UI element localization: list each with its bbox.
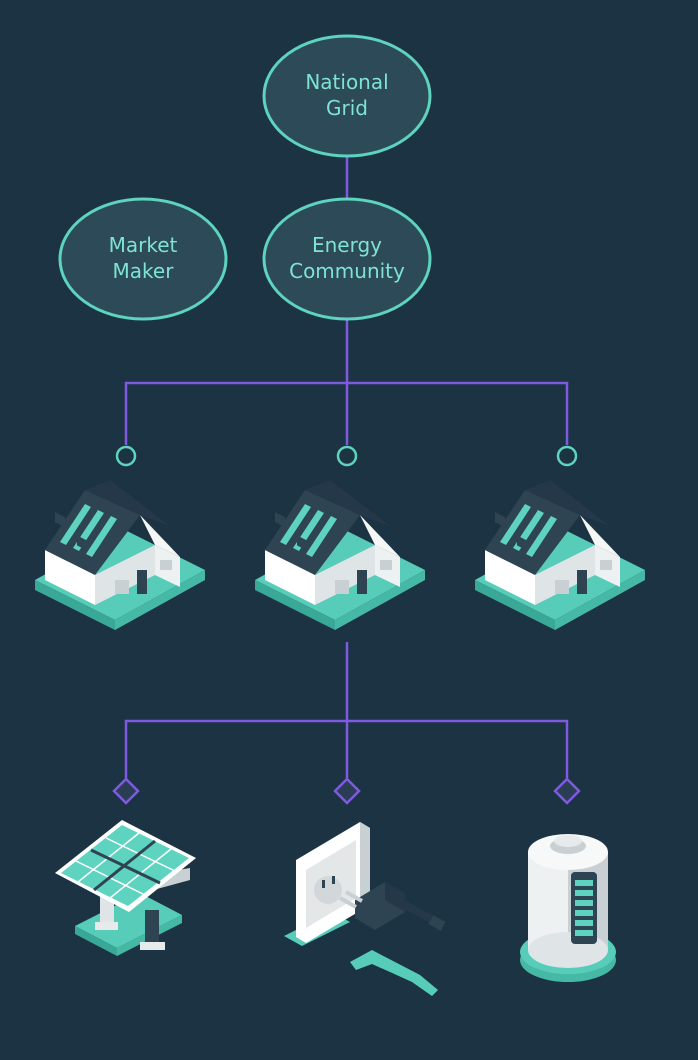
house-connector-dots (115, 445, 578, 467)
national-grid-line2: Grid (326, 96, 368, 120)
house-with-solar-roof-icon (35, 480, 205, 630)
market-maker-line1: Market (109, 233, 178, 257)
connector-dot (556, 445, 578, 467)
asset-connector-diamonds (112, 777, 581, 805)
connector-dot (115, 445, 137, 467)
connector-diamond (112, 777, 140, 805)
power-plug-socket-icon (284, 822, 446, 996)
battery-icon (520, 834, 616, 982)
energy-community-line2: Community (289, 259, 405, 283)
house-with-solar-roof-icon (255, 480, 425, 630)
connector-diamond (333, 777, 361, 805)
top-connectors (124, 156, 569, 445)
national-grid-line1: National (305, 70, 388, 94)
node-national-grid[interactable]: National Grid (262, 34, 432, 158)
market-maker-line2: Maker (113, 259, 175, 283)
node-market-maker[interactable]: Market Maker (58, 197, 228, 321)
connector-dot (336, 445, 358, 467)
energy-community-line1: Energy (312, 233, 382, 257)
node-energy-community[interactable]: Energy Community (262, 197, 432, 321)
house-with-solar-roof-icon (475, 480, 645, 630)
bottom-connectors (124, 642, 569, 778)
solar-panel-icon (55, 820, 196, 956)
connector-diamond (553, 777, 581, 805)
